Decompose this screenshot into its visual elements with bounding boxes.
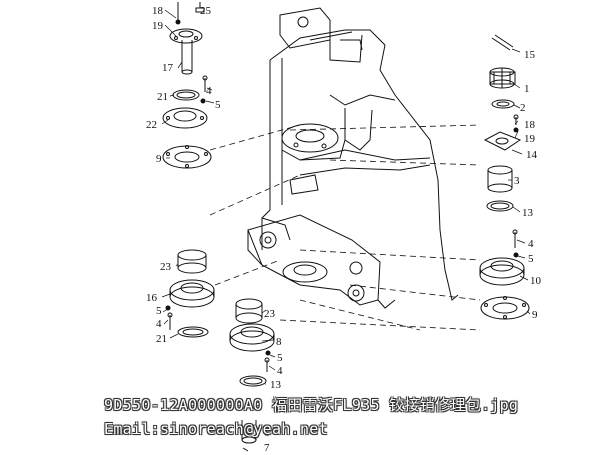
callout-22: 22: [146, 119, 157, 131]
callout-4-right: 4: [528, 238, 534, 250]
callout-14: 14: [526, 149, 538, 161]
left-top-stack: [162, 2, 212, 169]
callout-labels: 18 25 19 17 4 21 5 22 9 15 1 2 18 19 14 …: [146, 5, 542, 454]
callout-25: 25: [200, 5, 212, 17]
center-bottom-stack: [229, 298, 275, 452]
callout-5-right: 5: [528, 253, 534, 265]
callout-leaders: [161, 9, 531, 385]
watermark-email: Email:sinoreach@yeah.net: [104, 420, 328, 438]
callout-13-right: 13: [522, 207, 534, 219]
callout-4-left: 4: [156, 318, 162, 330]
left-bottom-stack: [165, 249, 215, 338]
callout-13-center: 13: [270, 379, 282, 391]
callout-15: 15: [524, 49, 536, 61]
callout-3: 3: [514, 175, 520, 187]
callout-19-right: 19: [524, 133, 536, 145]
callout-23-left: 23: [160, 261, 172, 273]
callout-21-top: 21: [157, 91, 168, 103]
callout-7: 7: [264, 442, 270, 454]
callout-5-left: 5: [156, 305, 162, 317]
callout-9-left: 9: [156, 153, 162, 165]
callout-6: 6: [264, 427, 270, 439]
loader-frame: [247, 7, 459, 309]
callout-18-right: 18: [524, 119, 536, 131]
callout-5-center: 5: [277, 352, 283, 364]
callout-18-left: 18: [152, 5, 164, 17]
callout-19-left: 19: [152, 20, 164, 32]
right-stack: [479, 34, 530, 320]
callout-9-right: 9: [532, 309, 538, 321]
assembly-axis-lines: [209, 124, 481, 331]
callout-21-bottom: 21: [156, 333, 167, 345]
callout-23-center: 23: [264, 308, 276, 320]
callout-4-center: 4: [277, 365, 283, 377]
callout-4-top: 4: [206, 85, 212, 97]
watermark-filename: 9D550-12A000000A0 福田雷沃FL935 铰接销修理包.jpg: [104, 396, 519, 414]
callout-5-top: 5: [215, 99, 221, 111]
callout-8: 8: [276, 336, 282, 348]
callout-1: 1: [524, 83, 530, 95]
callout-2: 2: [520, 102, 526, 114]
callout-17: 17: [162, 62, 174, 74]
callout-16: 16: [146, 292, 158, 304]
callout-10: 10: [530, 275, 542, 287]
